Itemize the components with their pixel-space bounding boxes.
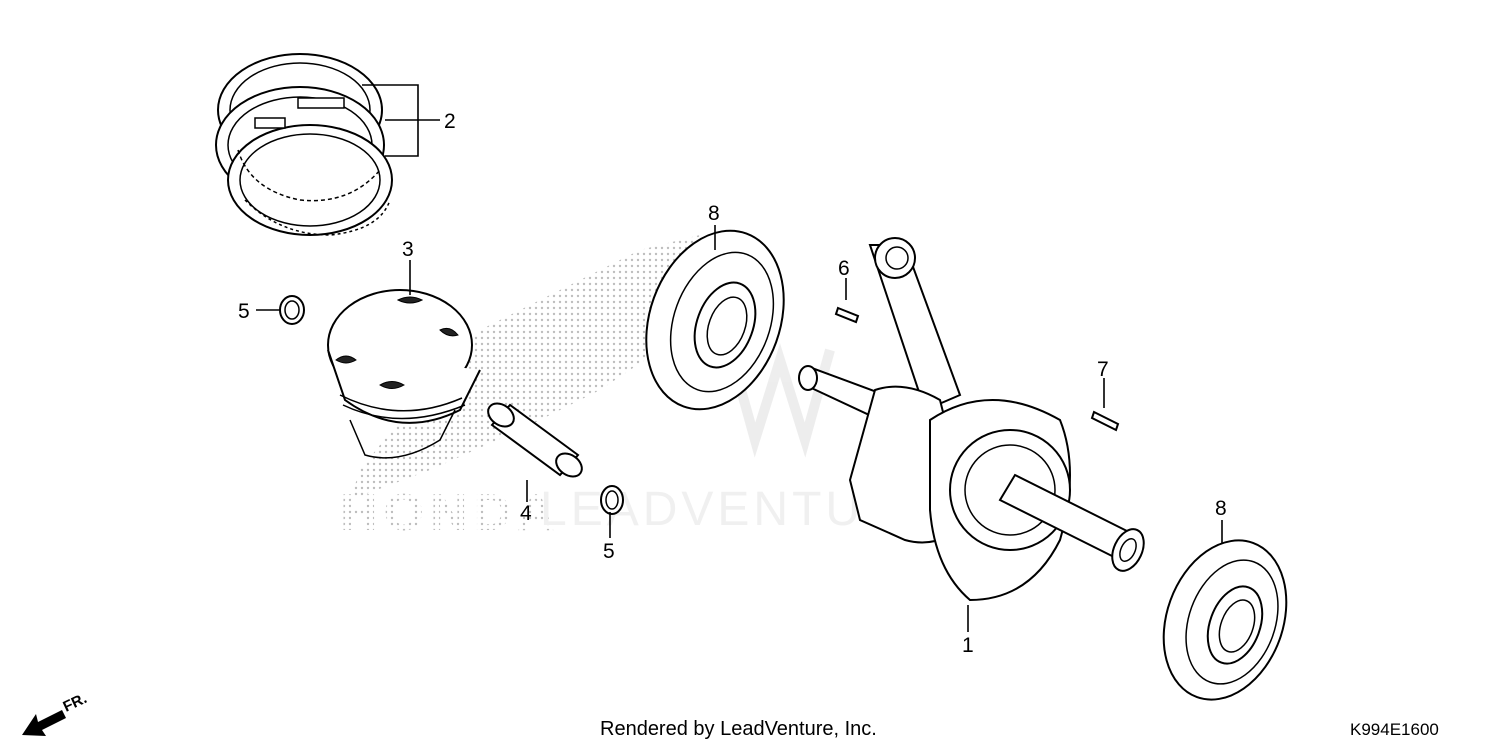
callout-3: 3 xyxy=(402,238,414,261)
leader-lines xyxy=(256,84,1223,632)
front-label: FR. xyxy=(61,690,90,716)
callout-4: 4 xyxy=(520,502,532,525)
key-6 xyxy=(834,306,860,324)
callout-8-left: 8 xyxy=(708,202,720,225)
piston-pin xyxy=(487,402,583,478)
bearing-right xyxy=(1162,539,1288,701)
callout-1: 1 xyxy=(962,634,974,657)
watermark-logo xyxy=(725,343,835,458)
front-direction-marker: FR. xyxy=(22,690,90,736)
piston-rings xyxy=(215,53,393,236)
circlip-left xyxy=(279,295,305,325)
leader-2 xyxy=(362,84,440,157)
callout-6: 6 xyxy=(838,257,850,280)
rendered-by-credit: Rendered by LeadVenture, Inc. xyxy=(600,718,877,740)
bearing-left xyxy=(645,229,785,411)
front-arrow-icon xyxy=(22,710,66,736)
circlip-right xyxy=(600,485,624,515)
watermark-wing xyxy=(350,235,700,500)
callout-2: 2 xyxy=(444,110,456,133)
callout-5-right: 5 xyxy=(603,540,615,563)
key-7 xyxy=(1090,410,1120,432)
diagram-code: K994E1600 xyxy=(1350,720,1439,739)
crankshaft xyxy=(798,237,1145,602)
callout-8-right: 8 xyxy=(1215,497,1227,520)
callout-5-left: 5 xyxy=(238,300,250,323)
callout-7: 7 xyxy=(1097,358,1109,381)
piston xyxy=(327,289,481,459)
watermark-brand: HONDA xyxy=(340,484,561,542)
